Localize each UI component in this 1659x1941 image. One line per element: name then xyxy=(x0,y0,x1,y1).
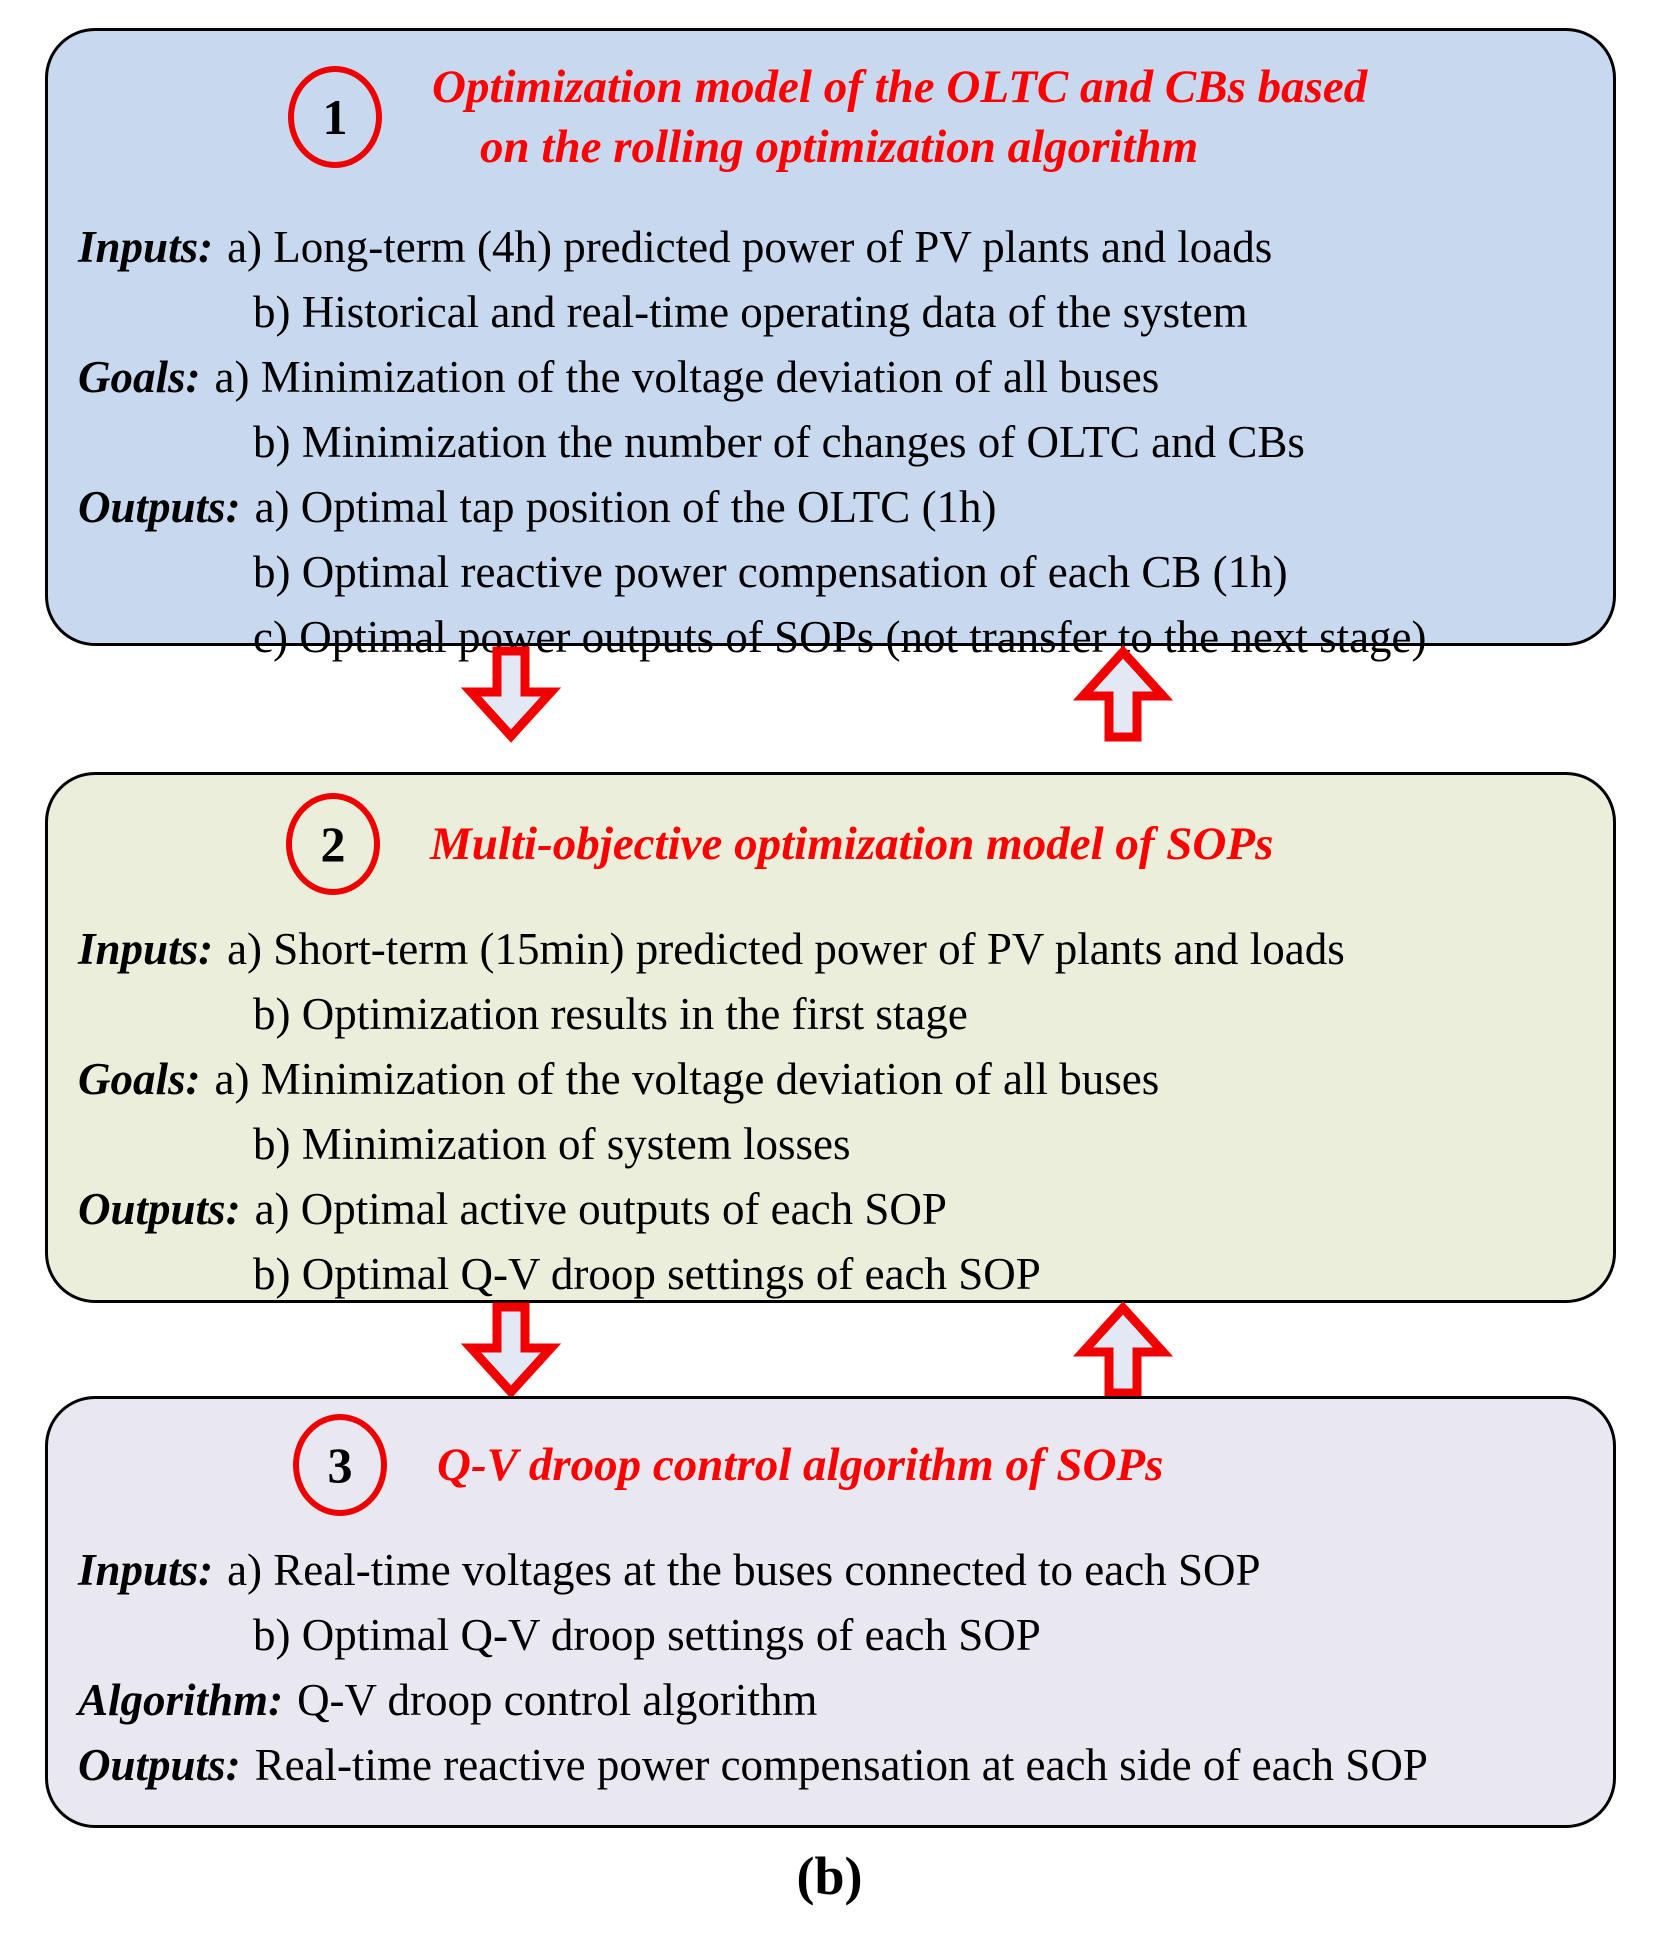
text-line: c) Optimal power outputs of SOPs (not tr… xyxy=(78,605,1613,670)
text-line: Goals: a) Minimization of the voltage dev… xyxy=(78,345,1613,410)
line-label: Goals: xyxy=(78,1054,201,1104)
line-text: a) Minimization of the voltage deviation… xyxy=(214,1054,1160,1104)
stage-2-title-line-1: Multi-objective optimization model of SO… xyxy=(430,818,1274,870)
down-arrow-icon xyxy=(460,1302,562,1399)
up-arrow-icon xyxy=(1072,645,1174,742)
line-label: Outputs: xyxy=(78,1740,241,1790)
down-arrow-icon xyxy=(460,646,562,743)
stage-number: 1 xyxy=(322,89,348,145)
stage-1-body: Inputs: a) Long-term (4h) predicted power… xyxy=(48,215,1613,670)
text-line: Outputs: Real-time reactive power compens… xyxy=(78,1733,1613,1798)
stage-number: 3 xyxy=(327,1437,353,1493)
text-line: Outputs: a) Optimal active outputs of eac… xyxy=(78,1177,1613,1242)
line-text: a) Real-time voltages at the buses conne… xyxy=(227,1545,1261,1595)
up-arrow-icon xyxy=(1072,1301,1174,1398)
stage-1-title: Optimization model of the OLTC and CBs b… xyxy=(432,57,1367,177)
line-text: b) Historical and real-time operating da… xyxy=(253,287,1248,337)
line-text: b) Optimal Q-V droop settings of each SO… xyxy=(253,1249,1041,1299)
line-text: b) Minimization of system losses xyxy=(253,1119,851,1169)
line-text: b) Optimization results in the first sta… xyxy=(253,989,968,1039)
text-line: b) Minimization of system losses xyxy=(78,1112,1613,1177)
stage-3-title: Q-V droop control algorithm of SOPs xyxy=(437,1435,1163,1495)
text-line: Outputs: a) Optimal tap position of the O… xyxy=(78,475,1613,540)
line-text: Real-time reactive power compensation at… xyxy=(254,1740,1428,1790)
text-line: b) Historical and real-time operating da… xyxy=(78,280,1613,345)
text-line: Inputs: a) Short-term (15min) predicted p… xyxy=(78,917,1613,982)
line-label: Algorithm: xyxy=(78,1675,284,1725)
line-text: b) Optimal reactive power compensation o… xyxy=(253,547,1288,597)
line-label: Outputs: xyxy=(78,482,241,532)
line-text: a) Long-term (4h) predicted power of PV … xyxy=(227,222,1273,272)
stage-2-box: 2 Multi-objective optimization model of … xyxy=(45,772,1616,1303)
stage-1-box: 1 Optimization model of the OLTC and CBs… xyxy=(45,28,1616,662)
line-text: a) Minimization of the voltage deviation… xyxy=(214,352,1160,402)
stage-1-number-badge: 1 xyxy=(288,66,382,168)
text-line: b) Optimal Q-V droop settings of each SO… xyxy=(78,1242,1613,1307)
text-line: Algorithm: Q-V droop control algorithm xyxy=(78,1668,1613,1733)
line-text: a) Optimal tap position of the OLTC (1h) xyxy=(254,482,997,532)
line-label: Goals: xyxy=(78,352,201,402)
stage-number: 2 xyxy=(320,816,346,872)
stage-2-title: Multi-objective optimization model of SO… xyxy=(430,814,1273,874)
line-label: Inputs: xyxy=(78,1545,214,1595)
stage-3-body: Inputs: a) Real-time voltages at the buse… xyxy=(48,1538,1613,1798)
stage-1-title-line-2: on the rolling optimization algorithm xyxy=(480,121,1199,173)
subfigure-caption: (b) xyxy=(796,1846,863,1906)
text-line: b) Optimal Q-V droop settings of each SO… xyxy=(78,1603,1613,1668)
text-line: Goals: a) Minimization of the voltage dev… xyxy=(78,1047,1613,1112)
line-text: b) Minimization the number of changes of… xyxy=(253,417,1305,467)
stage-2-body: Inputs: a) Short-term (15min) predicted p… xyxy=(48,917,1613,1307)
text-line: b) Optimization results in the first sta… xyxy=(78,982,1613,1047)
text-line: Inputs: a) Real-time voltages at the buse… xyxy=(78,1538,1613,1603)
text-line: b) Optimal reactive power compensation o… xyxy=(78,540,1613,605)
stage-1-title-row: 1 Optimization model of the OLTC and CBs… xyxy=(48,31,1613,177)
stage-1-title-line-1: Optimization model of the OLTC and CBs b… xyxy=(432,61,1368,113)
stage-3-box: 3 Q-V droop control algorithm of SOPs In… xyxy=(45,1396,1616,1828)
line-text: a) Short-term (15min) predicted power of… xyxy=(227,924,1345,974)
line-label: Inputs: xyxy=(78,924,214,974)
line-text: b) Optimal Q-V droop settings of each SO… xyxy=(253,1610,1041,1660)
stage-3-title-line-1: Q-V droop control algorithm of SOPs xyxy=(437,1439,1164,1491)
line-text: a) Optimal active outputs of each SOP xyxy=(254,1184,947,1234)
line-label: Inputs: xyxy=(78,222,214,272)
stage-2-title-row: 2 Multi-objective optimization model of … xyxy=(48,775,1613,895)
text-line: b) Minimization the number of changes of… xyxy=(78,410,1613,475)
stage-3-title-row: 3 Q-V droop control algorithm of SOPs xyxy=(48,1399,1613,1516)
stage-3-number-badge: 3 xyxy=(293,1414,387,1516)
line-label: Outputs: xyxy=(78,1184,241,1234)
line-text: Q-V droop control algorithm xyxy=(297,1675,818,1725)
text-line: Inputs: a) Long-term (4h) predicted power… xyxy=(78,215,1613,280)
line-text: c) Optimal power outputs of SOPs (not tr… xyxy=(253,612,1427,662)
stage-2-number-badge: 2 xyxy=(286,793,380,895)
